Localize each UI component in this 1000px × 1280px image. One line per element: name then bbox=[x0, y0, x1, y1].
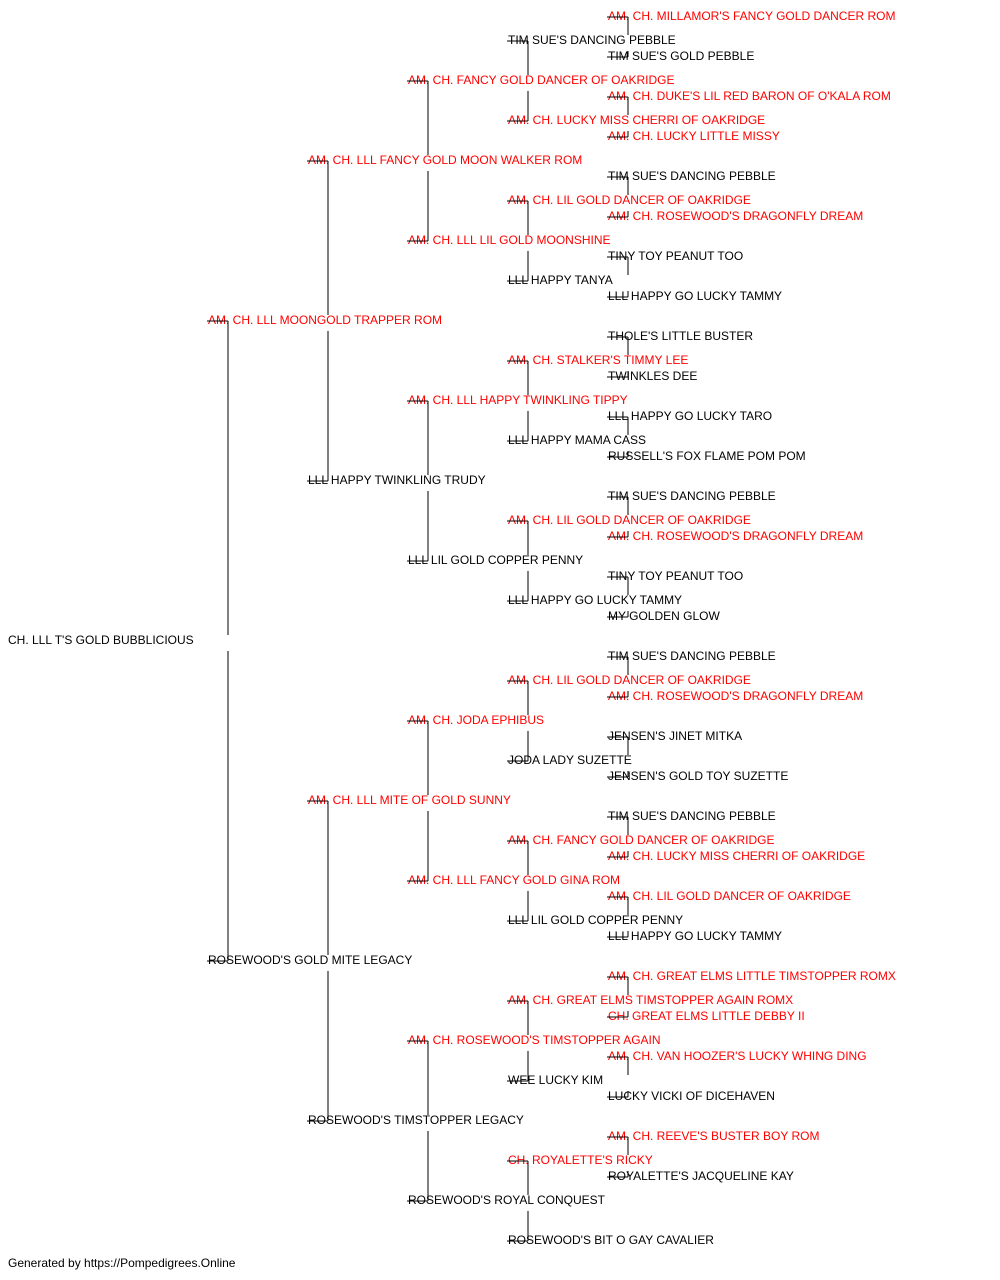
ancestor-name: AM. CH. ROSEWOOD'S DRAGONFLY DREAM bbox=[608, 529, 863, 543]
ancestor-name: TIM SUE'S DANCING PEBBLE bbox=[608, 649, 776, 663]
ancestor-name: JODA LADY SUZETTE bbox=[508, 753, 632, 767]
ancestor-name: AM. CH. LIL GOLD DANCER OF OAKRIDGE bbox=[508, 193, 751, 207]
ancestor-name: AM. CH. LIL GOLD DANCER OF OAKRIDGE bbox=[508, 513, 751, 527]
ancestor-name: AM. CH. LLL FANCY GOLD MOON WALKER ROM bbox=[308, 153, 582, 167]
ancestor-name: MY GOLDEN GLOW bbox=[608, 609, 720, 623]
ancestor-name: ROYALETTE'S JACQUELINE KAY bbox=[608, 1169, 794, 1183]
ancestor-name: TIM SUE'S DANCING PEBBLE bbox=[608, 809, 776, 823]
ancestor-name: AM. CH. LIL GOLD DANCER OF OAKRIDGE bbox=[508, 673, 751, 687]
ancestor-name: TIM SUE'S DANCING PEBBLE bbox=[608, 169, 776, 183]
ancestor-name: AM. CH. LLL FANCY GOLD GINA ROM bbox=[408, 873, 620, 887]
ancestor-name: LLL HAPPY GO LUCKY TARO bbox=[608, 409, 772, 423]
ancestor-name: AM. CH. GREAT ELMS LITTLE TIMSTOPPER ROM… bbox=[608, 969, 896, 983]
ancestor-name: AM. CH. ROSEWOOD'S DRAGONFLY DREAM bbox=[608, 209, 863, 223]
ancestor-name: ROSEWOOD'S GOLD MITE LEGACY bbox=[208, 953, 412, 967]
ancestor-name: AM. CH. MILLAMOR'S FANCY GOLD DANCER ROM bbox=[608, 9, 895, 23]
ancestor-name: AM. CH. LLL LIL GOLD MOONSHINE bbox=[408, 233, 611, 247]
ancestor-name: AM. CH. LLL MITE OF GOLD SUNNY bbox=[308, 793, 511, 807]
ancestor-name: THOLE'S LITTLE BUSTER bbox=[608, 329, 753, 343]
ancestor-name: TINY TOY PEANUT TOO bbox=[608, 569, 743, 583]
ancestor-name: JENSEN'S JINET MITKA bbox=[608, 729, 742, 743]
ancestor-name: AM. CH. STALKER'S TIMMY LEE bbox=[508, 353, 688, 367]
ancestor-name: ROSEWOOD'S ROYAL CONQUEST bbox=[408, 1193, 606, 1207]
ancestor-name: LLL LIL GOLD COPPER PENNY bbox=[408, 553, 583, 567]
ancestor-name: LLL HAPPY GO LUCKY TAMMY bbox=[608, 929, 782, 943]
ancestor-name: TIM SUE'S DANCING PEBBLE bbox=[608, 489, 776, 503]
ancestor-name: LLL HAPPY TANYA bbox=[508, 273, 613, 287]
ancestor-name: CH. GREAT ELMS LITTLE DEBBY II bbox=[608, 1009, 805, 1023]
ancestor-name: AM. CH. FANCY GOLD DANCER OF OAKRIDGE bbox=[408, 73, 674, 87]
ancestor-name: TIM SUE'S DANCING PEBBLE bbox=[508, 33, 676, 47]
subject-name: CH. LLL T'S GOLD BUBBLICIOUS bbox=[8, 633, 194, 647]
ancestor-name: AM. CH. LLL MOONGOLD TRAPPER ROM bbox=[208, 313, 442, 327]
ancestor-name: AM. CH. GREAT ELMS TIMSTOPPER AGAIN ROMX bbox=[508, 993, 793, 1007]
ancestor-name: AM. CH. JODA EPHIBUS bbox=[408, 713, 544, 727]
ancestor-name: LLL HAPPY MAMA CASS bbox=[508, 433, 646, 447]
ancestor-name: WEE LUCKY KIM bbox=[508, 1073, 603, 1087]
ancestor-name: TIM SUE'S GOLD PEBBLE bbox=[608, 49, 754, 63]
ancestor-name: AM. CH. REEVE'S BUSTER BOY ROM bbox=[608, 1129, 819, 1143]
ancestor-name: JENSEN'S GOLD TOY SUZETTE bbox=[608, 769, 788, 783]
footer-credit: Generated by https://Pompedigrees.Online bbox=[8, 1256, 236, 1270]
ancestor-name: AM. CH. LIL GOLD DANCER OF OAKRIDGE bbox=[608, 889, 851, 903]
ancestor-name: LUCKY VICKI OF DICEHAVEN bbox=[608, 1089, 775, 1103]
ancestor-name: AM. CH. LUCKY MISS CHERRI OF OAKRIDGE bbox=[508, 113, 765, 127]
ancestor-name: TWINKLES DEE bbox=[608, 369, 697, 383]
ancestor-name: AM. CH. LUCKY MISS CHERRI OF OAKRIDGE bbox=[608, 849, 865, 863]
ancestor-name: CH. ROYALETTE'S RICKY bbox=[508, 1153, 653, 1167]
ancestor-name: AM. CH. LUCKY LITTLE MISSY bbox=[608, 129, 780, 143]
ancestor-name: AM. CH. VAN HOOZER'S LUCKY WHING DING bbox=[608, 1049, 867, 1063]
ancestor-name: LLL LIL GOLD COPPER PENNY bbox=[508, 913, 683, 927]
ancestor-name: ROSEWOOD'S TIMSTOPPER LEGACY bbox=[308, 1113, 524, 1127]
ancestor-name: ROSEWOOD'S BIT O GAY CAVALIER bbox=[508, 1233, 714, 1247]
ancestor-name: AM. CH. LLL HAPPY TWINKLING TIPPY bbox=[408, 393, 628, 407]
ancestor-name: TINY TOY PEANUT TOO bbox=[608, 249, 743, 263]
ancestor-name: RUSSELL'S FOX FLAME POM POM bbox=[608, 449, 806, 463]
ancestor-name: AM. CH. DUKE'S LIL RED BARON OF O'KALA R… bbox=[608, 89, 891, 103]
ancestor-name: AM. CH. ROSEWOOD'S TIMSTOPPER AGAIN bbox=[408, 1033, 661, 1047]
ancestor-name: AM. CH. ROSEWOOD'S DRAGONFLY DREAM bbox=[608, 689, 863, 703]
ancestor-name: LLL HAPPY GO LUCKY TAMMY bbox=[608, 289, 782, 303]
ancestor-name: LLL HAPPY GO LUCKY TAMMY bbox=[508, 593, 682, 607]
ancestor-name: LLL HAPPY TWINKLING TRUDY bbox=[308, 473, 486, 487]
ancestor-name: AM. CH. FANCY GOLD DANCER OF OAKRIDGE bbox=[508, 833, 774, 847]
